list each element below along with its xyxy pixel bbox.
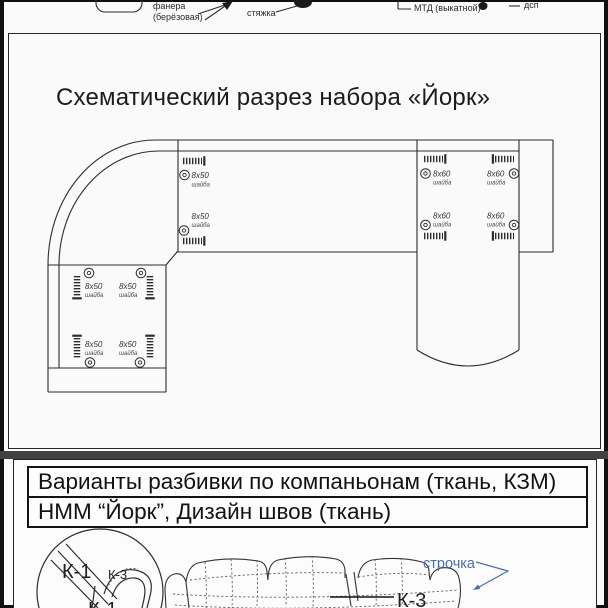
corner-detail-circle <box>36 528 164 608</box>
screw-head-icon <box>72 334 82 337</box>
fastener-group-chaise-bl: 8х60 шайба <box>420 212 452 241</box>
fastener-size-label: 8х50 <box>119 282 137 291</box>
fastener-size-label: 8х60 <box>487 170 505 179</box>
screw-head-icon <box>72 297 82 300</box>
corner-inner-arc <box>58 150 160 266</box>
fastener-size-label: 8х50 <box>85 282 103 291</box>
fastener-size-label: 8х50 <box>192 212 210 221</box>
fastener-note-label: шайба <box>487 180 506 187</box>
screw-head-icon <box>203 236 206 246</box>
variants-heading-box: Варианты разбивки по компаньонам (ткань,… <box>27 466 588 528</box>
schematic-section-border <box>8 33 601 449</box>
fastener-note-label: шайба <box>119 350 138 357</box>
stitch-label: строчка <box>423 556 476 572</box>
fastener-group-corner-br: 8х50 шайба <box>119 334 155 368</box>
fastener-note-label: шайба <box>192 222 211 229</box>
stitch-leader-line <box>475 561 510 588</box>
washer-icon <box>134 357 146 368</box>
detail-label-k3: К-3 <box>108 567 127 582</box>
stitch-arrow-icon <box>473 584 481 590</box>
washer-icon <box>420 219 431 231</box>
fastener-group-chaise-tr: 8х60 шайба <box>487 154 520 187</box>
washer-icon <box>179 169 190 181</box>
screw-head-icon <box>491 231 494 241</box>
detail-label-k1-top: К-1 <box>62 561 91 583</box>
fastener-group-band-1: 8х50 шайба <box>179 156 211 189</box>
fastener-note-label: шайба <box>433 180 452 187</box>
top-strip-fragment <box>95 0 520 21</box>
washer-icon <box>508 168 520 179</box>
fastener-size-label: 8х60 <box>487 212 505 221</box>
stitch-callout: строчка <box>423 556 510 590</box>
washer-icon <box>508 219 520 231</box>
detail-stitch-line <box>106 567 139 590</box>
tie-label: стяжка <box>247 8 276 18</box>
plywood-label-line1: фанера <box>153 1 185 11</box>
cutoff-dark-part <box>294 0 312 8</box>
washer-icon <box>178 225 190 236</box>
screw-head-icon <box>203 156 206 166</box>
variants-heading-line2: НММ “Йорк”, Дизайн швов (ткань) <box>27 498 588 528</box>
washer-icon <box>420 168 431 179</box>
variants-heading-line1: Варианты разбивки по компаньонам (ткань,… <box>27 466 588 498</box>
fastener-note-label: шайба <box>119 292 138 299</box>
detail-circle-outline <box>36 528 164 608</box>
washer-icon <box>84 357 96 368</box>
chaise-bottom-arc <box>416 349 520 367</box>
mtd-label: МТД (выкатной) <box>414 3 481 13</box>
fastener-size-label: 8х50 <box>85 340 103 349</box>
cutoff-dark-dot <box>478 2 488 10</box>
sofa-plan-outline <box>47 139 554 393</box>
screw-head-icon <box>444 231 447 241</box>
screw-head-icon <box>444 154 447 164</box>
screw-head-icon <box>145 334 155 337</box>
cutoff-rounded-box <box>95 0 143 13</box>
schematic-title: Схематический разрез набора «Йорк» <box>56 84 491 111</box>
fastener-size-label: 8х60 <box>433 212 451 221</box>
fastener-size-label: 8х50 <box>119 340 137 349</box>
page-edge-right <box>604 0 608 608</box>
fastener-group-chaise-br: 8х60 шайба <box>487 212 520 241</box>
fastener-group-chaise-tl: 8х60 шайба <box>420 154 452 187</box>
fastener-note-label: шайба <box>433 222 452 229</box>
detail-armrest <box>103 569 152 608</box>
screw-head-icon <box>145 297 155 300</box>
fastener-note-label: шайба <box>85 292 104 299</box>
sofa-left-arm <box>164 573 190 608</box>
fastener-group-corner-tr: 8х50 шайба <box>119 267 155 300</box>
washer-icon <box>83 267 95 279</box>
screw-head-icon <box>491 154 494 164</box>
fastener-group-corner-bl: 8х50 шайба <box>72 334 104 368</box>
corner-outer-arc <box>47 139 156 266</box>
fastener-note-label: шайба <box>192 182 211 189</box>
section-separator <box>0 451 608 459</box>
fastener-size-label: 8х50 <box>192 171 210 180</box>
fastener-group-band-2: 8х50 шайба <box>178 212 211 246</box>
washer-icon <box>135 267 147 279</box>
callout-arrow-icon <box>222 1 233 10</box>
detail-label-k1-bottom: К-1 <box>88 599 117 608</box>
fastener-group-corner-tl: 8х50 шайба <box>72 267 104 300</box>
sofa-right-arm <box>429 567 462 608</box>
sofa-label-k3: К-3 <box>397 590 426 608</box>
page-edge-left <box>0 0 4 608</box>
fastener-note-label: шайба <box>85 350 104 357</box>
fastener-size-label: 8х60 <box>433 170 451 179</box>
plywood-label-line2: (берёзовая) <box>153 12 203 22</box>
dsp-label: дсп <box>524 0 539 10</box>
fastener-note-label: шайба <box>487 222 506 229</box>
